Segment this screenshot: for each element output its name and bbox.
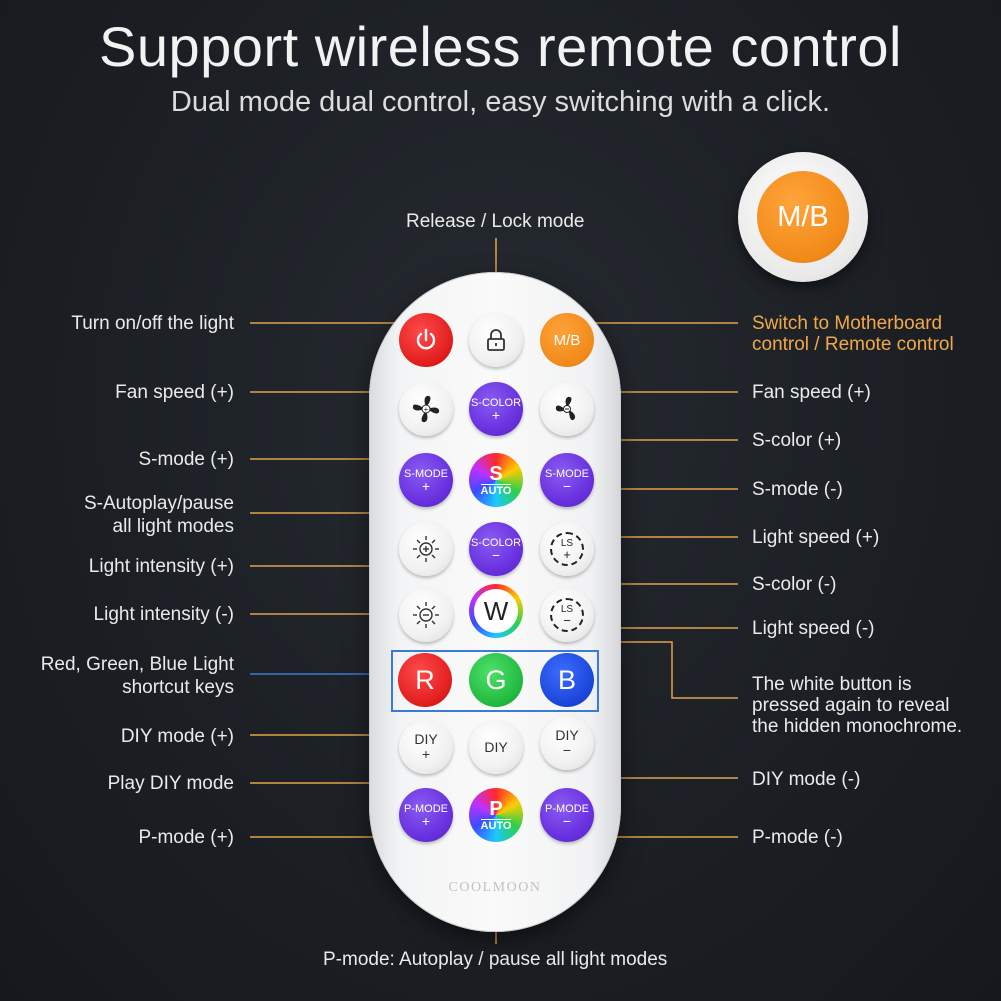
diy-plus-button[interactable]: DIY + bbox=[399, 720, 453, 774]
s-mode-minus-sign: − bbox=[562, 478, 572, 494]
light-speed-minus-button[interactable]: LS − bbox=[540, 588, 594, 642]
s-color-plus-text: S-COLOR bbox=[470, 397, 522, 409]
label-release-lock: Release / Lock mode bbox=[406, 211, 585, 232]
diy-plus-sign: + bbox=[421, 746, 431, 762]
mb-callout-button: M/B bbox=[757, 171, 849, 263]
label-diy-plus: DIY mode (+) bbox=[120, 726, 234, 747]
label-diy-minus: DIY mode (-) bbox=[752, 769, 861, 790]
label-light-intensity-plus: Light intensity (+) bbox=[88, 556, 234, 577]
p-auto-text: AUTO bbox=[480, 818, 512, 832]
power-button[interactable] bbox=[399, 313, 453, 367]
label-light-speed-minus: Light speed (-) bbox=[752, 618, 875, 639]
light-speed-plus-button[interactable]: LS + bbox=[540, 522, 594, 576]
green-button[interactable]: G bbox=[469, 653, 523, 707]
label-s-autoplay-2: all light modes bbox=[112, 516, 234, 537]
s-mode-minus-text: S-MODE bbox=[545, 468, 589, 480]
diy-minus-text: DIY bbox=[555, 727, 579, 743]
white-button-face: W bbox=[474, 589, 518, 633]
label-s-autoplay-1: S-Autoplay/pause bbox=[84, 493, 234, 514]
label-switch-mb-2: control / Remote control bbox=[752, 334, 954, 355]
ls-minus-sign: − bbox=[563, 613, 571, 628]
s-mode-plus-text: S-MODE bbox=[404, 468, 448, 480]
label-fan-speed-right: Fan speed (+) bbox=[752, 382, 871, 403]
svg-text:+: + bbox=[424, 405, 429, 414]
mb-callout: M/B bbox=[738, 152, 868, 282]
ls-plus-text: LS bbox=[560, 538, 574, 549]
p-auto-letter: P bbox=[489, 797, 503, 820]
label-play-diy: Play DIY mode bbox=[107, 773, 234, 794]
s-auto-letter: S bbox=[489, 462, 503, 485]
ls-plus-icon: LS + bbox=[550, 532, 584, 566]
light-intensity-plus-button[interactable] bbox=[399, 522, 453, 576]
label-light-intensity-minus: Light intensity (-) bbox=[93, 604, 234, 625]
s-color-plus-sign: + bbox=[491, 407, 501, 423]
p-mode-plus-text: P-MODE bbox=[404, 803, 448, 815]
label-white-note-2: pressed again to reveal bbox=[752, 695, 950, 716]
lock-button[interactable] bbox=[469, 313, 523, 367]
label-s-mode-minus: S-mode (-) bbox=[752, 479, 843, 500]
fan-plus-icon: + bbox=[412, 395, 440, 423]
s-mode-minus-button[interactable]: S-MODE − bbox=[540, 453, 594, 507]
p-mode-minus-button[interactable]: P-MODE − bbox=[540, 788, 594, 842]
brand-logo: COOLMOON bbox=[448, 880, 542, 895]
label-s-color-plus: S-color (+) bbox=[752, 430, 842, 451]
diy-minus-button[interactable]: DIY − bbox=[540, 716, 594, 770]
label-switch-mb-1: Switch to Motherboard bbox=[752, 313, 943, 334]
diy-play-button[interactable]: DIY bbox=[469, 720, 523, 774]
blue-button[interactable]: B bbox=[540, 653, 594, 707]
ls-plus-sign: + bbox=[563, 547, 571, 562]
brightness-plus-icon bbox=[413, 536, 439, 562]
label-turn-on-off: Turn on/off the light bbox=[71, 313, 234, 334]
s-mode-plus-button[interactable]: S-MODE + bbox=[399, 453, 453, 507]
p-auto-button[interactable]: P AUTO bbox=[469, 788, 523, 842]
fan-speed-plus-button[interactable]: + bbox=[399, 382, 453, 436]
label-p-mode-minus: P-mode (-) bbox=[752, 827, 843, 848]
p-mode-plus-button[interactable]: P-MODE + bbox=[399, 788, 453, 842]
p-mode-plus-sign: + bbox=[421, 813, 431, 829]
label-white-note-1: The white button is bbox=[752, 674, 912, 695]
s-mode-plus-sign: + bbox=[421, 478, 431, 494]
fan-minus-icon bbox=[555, 396, 576, 421]
label-s-color-minus: S-color (-) bbox=[752, 574, 837, 595]
red-button[interactable]: R bbox=[398, 653, 452, 707]
ls-minus-icon: LS − bbox=[550, 598, 584, 632]
s-auto-text: AUTO bbox=[480, 483, 512, 497]
label-white-note-3: the hidden monochrome. bbox=[752, 716, 963, 737]
page-title: Support wireless remote control bbox=[99, 15, 902, 78]
s-auto-button[interactable]: S AUTO bbox=[469, 453, 523, 507]
p-mode-minus-text: P-MODE bbox=[545, 803, 589, 815]
mb-button[interactable]: M/B bbox=[540, 313, 594, 367]
fan-speed-minus-button[interactable] bbox=[540, 382, 594, 436]
white-button[interactable]: W bbox=[469, 584, 523, 638]
label-s-mode-plus: S-mode (+) bbox=[138, 449, 234, 470]
s-color-plus-button[interactable]: S-COLOR + bbox=[469, 382, 523, 436]
label-rgb-2: shortcut keys bbox=[122, 677, 234, 698]
label-p-mode-plus: P-mode (+) bbox=[138, 827, 234, 848]
label-fan-speed-left: Fan speed (+) bbox=[115, 382, 234, 403]
s-color-minus-button[interactable]: S-COLOR − bbox=[469, 522, 523, 576]
power-icon bbox=[416, 328, 436, 350]
ls-minus-text: LS bbox=[560, 604, 574, 615]
brightness-minus-icon bbox=[413, 602, 439, 628]
label-light-speed-plus: Light speed (+) bbox=[752, 527, 880, 548]
label-rgb-1: Red, Green, Blue Light bbox=[40, 654, 234, 675]
rgb-highlight-box bbox=[391, 650, 599, 712]
p-mode-minus-sign: − bbox=[562, 813, 572, 829]
page-subtitle: Dual mode dual control, easy switching w… bbox=[170, 86, 831, 118]
label-p-auto: P-mode: Autoplay / pause all light modes bbox=[323, 949, 668, 970]
s-color-minus-sign: − bbox=[491, 547, 501, 563]
s-color-minus-text: S-COLOR bbox=[470, 537, 522, 549]
lock-icon bbox=[487, 329, 505, 351]
diy-minus-sign: − bbox=[562, 742, 572, 758]
diy-plus-text: DIY bbox=[414, 731, 438, 747]
light-intensity-minus-button[interactable] bbox=[399, 588, 453, 642]
